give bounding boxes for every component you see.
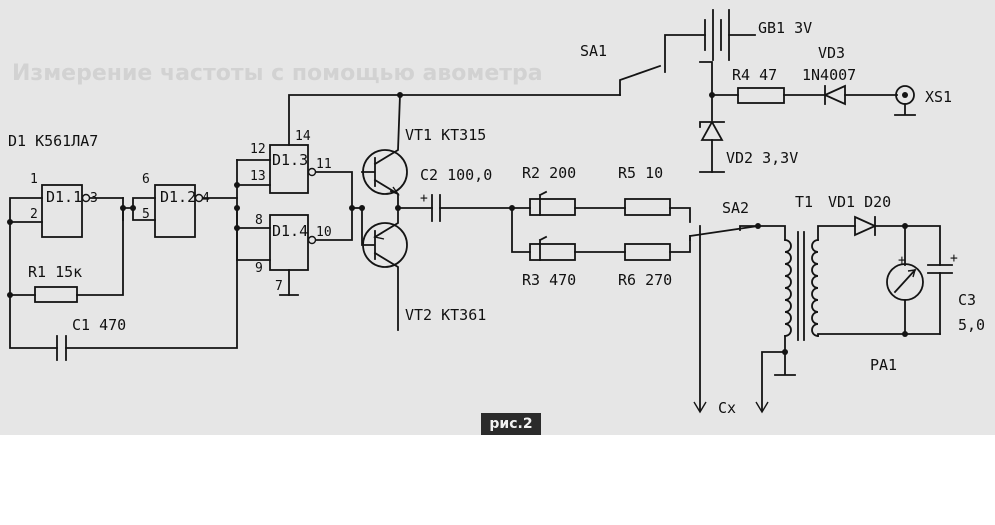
- background-heading: Измерение частоты с помощью авометра: [12, 61, 543, 86]
- pin-2: 2: [30, 207, 38, 222]
- diode-vd3: [822, 84, 846, 106]
- pin-8: 8: [255, 213, 263, 228]
- pin-10: 10: [316, 225, 332, 240]
- circuit-schematic: Измерение частоты с помощью авометра: [7, 9, 985, 417]
- diode-vd1: [854, 215, 878, 237]
- zener-vd2: [700, 120, 724, 141]
- label-r5: R5 10: [618, 164, 663, 182]
- label-vd2: VD2 3,3V: [726, 149, 798, 167]
- pin-12: 12: [250, 142, 266, 157]
- gate-d1-2: [154, 184, 196, 238]
- label-sa2: SA2: [722, 199, 749, 217]
- transformer-t1-primary: [784, 239, 792, 337]
- pin-13: 13: [250, 169, 266, 184]
- label-c2: C2 100,0: [420, 166, 492, 184]
- pin-1: 1: [30, 172, 38, 187]
- pin-5: 5: [142, 207, 150, 222]
- label-d1-2: D1.2: [160, 188, 196, 206]
- label-vd3: VD3: [818, 44, 845, 62]
- pin-6: 6: [142, 172, 150, 187]
- resistor-r2: [529, 198, 576, 216]
- pin-9: 9: [255, 261, 263, 276]
- label-vt1: VT1 КТ315: [405, 126, 486, 144]
- label-gb1: GB1 3V: [758, 19, 812, 37]
- resistor-r3: [529, 243, 576, 261]
- transformer-t1-secondary: [811, 239, 819, 337]
- c2-plus-sign: +: [420, 191, 428, 206]
- switch-sa1: [619, 64, 662, 96]
- pin-4: 4: [202, 191, 210, 206]
- c3-plus-sign: +: [950, 251, 958, 266]
- label-vd1: VD1 D20: [828, 193, 891, 211]
- figure-tag: рис.2: [481, 413, 541, 435]
- label-r4: R4 47: [732, 66, 777, 84]
- gate-d1-1-output-bubble: [81, 193, 91, 203]
- pa1-plus-sign: +: [898, 253, 906, 268]
- gate-d1-1: [41, 184, 83, 238]
- label-vd3-type: 1N4007: [802, 66, 856, 84]
- label-r1: R1 15к: [28, 263, 82, 281]
- pin-11: 11: [316, 157, 332, 172]
- label-t1: T1: [795, 193, 813, 211]
- label-d1-4: D1.4: [272, 222, 308, 240]
- label-sa1: SA1: [580, 42, 607, 60]
- schematic-paper: [0, 0, 995, 435]
- label-d1-1: D1.1: [46, 188, 82, 206]
- label-r6: R6 270: [618, 271, 672, 289]
- label-d1-3: D1.3: [272, 151, 308, 169]
- pin-14: 14: [295, 129, 311, 144]
- label-r3: R3 470: [522, 271, 576, 289]
- resistor-r6: [624, 243, 671, 261]
- label-xs1: XS1: [925, 88, 952, 106]
- switch-sa2: [688, 224, 760, 238]
- label-vt2: VT2 КТ361: [405, 306, 486, 324]
- pin-7: 7: [275, 279, 283, 294]
- label-c3-value: 5,0: [958, 316, 985, 334]
- resistor-r1: [34, 286, 78, 303]
- pin-3: 3: [90, 191, 98, 206]
- label-c1: C1 470: [72, 316, 126, 334]
- label-c3: C3: [958, 291, 976, 309]
- label-r2: R2 200: [522, 164, 576, 182]
- label-cx: Cx: [718, 399, 736, 417]
- resistor-r5: [624, 198, 671, 216]
- label-pa1: PA1: [870, 356, 897, 374]
- label-d1: D1 К561ЛА7: [8, 132, 98, 150]
- resistor-r4: [737, 87, 785, 104]
